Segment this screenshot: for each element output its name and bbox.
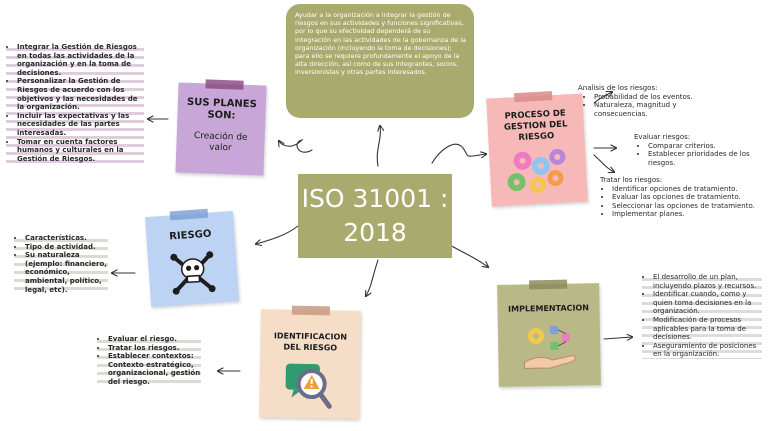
planes-item: Incluir las expectativas y las necesidad… bbox=[17, 112, 144, 138]
proceso-tratar-item: Implementar planes. bbox=[612, 210, 760, 219]
riesgo-list: Características. Tipo de actividad. Su n… bbox=[14, 234, 108, 295]
proceso-evaluar-list: Evaluar riesgos: Comparar criterios. Est… bbox=[634, 133, 758, 167]
implementacion-item: Aseguramiento de posiciones en la organi… bbox=[653, 342, 762, 359]
riesgo-item: Características. bbox=[25, 234, 108, 243]
identificacion-item: Establecer contextos: Contexto estratégi… bbox=[108, 352, 201, 386]
riesgo-item: Su naturaleza (ejemplo: financiero, econ… bbox=[25, 251, 108, 294]
implementacion-item: El desarrollo de un plan, incluyendo pla… bbox=[653, 273, 762, 290]
planes-tape bbox=[205, 79, 244, 90]
implementacion-item: Modificación de procesos aplicables para… bbox=[653, 316, 762, 342]
implementacion-note: IMPLEMENTACION bbox=[497, 279, 601, 387]
planes-item: Personalizar la Gestión de Riesgos de ac… bbox=[17, 77, 144, 111]
hand-gear-icon bbox=[523, 325, 576, 369]
implementacion-list: El desarrollo de un plan, incluyendo pla… bbox=[642, 273, 762, 359]
top-description-box: Ayudar a la organización a integrar la g… bbox=[286, 4, 474, 118]
identificacion-title-line1: IDENTIFICACION bbox=[273, 331, 348, 342]
riesgo-title: RIESGO bbox=[168, 228, 212, 243]
arrow-to-proceso bbox=[431, 143, 486, 164]
identificacion-title-line2: DEL RIESGO bbox=[283, 342, 338, 353]
center-title-box: ISO 31001 : 2018 bbox=[298, 174, 452, 258]
proceso-tape bbox=[513, 91, 553, 103]
arrow-to-planes bbox=[279, 140, 313, 153]
center-title-line1: ISO 31001 : bbox=[301, 184, 449, 213]
planes-list: Integrar la Gestión de Riesgos en todas … bbox=[6, 43, 144, 164]
proceso-evaluar-item: Establecer prioridades de los riesgos. bbox=[648, 150, 758, 167]
planes-subtitle-line2: valor bbox=[208, 142, 232, 154]
arrow-to-implementacion bbox=[447, 243, 488, 267]
planes-title-line2: SON: bbox=[207, 109, 236, 122]
arrow-proceso-analisis bbox=[593, 92, 612, 104]
proceso-analisis-item: Probabilidad de los eventos. bbox=[594, 93, 718, 102]
arrow-implementacion-list bbox=[603, 337, 632, 339]
identificacion-item: Tratar los riesgos. bbox=[108, 344, 201, 353]
proceso-tratar-item: Seleccionar las opciones de tratamiento. bbox=[612, 202, 760, 211]
proceso-note: PROCESO DE GESTION DEL RIESGO bbox=[486, 91, 588, 207]
proceso-evaluar-title: Evaluar riesgos: bbox=[634, 133, 691, 141]
planes-note: SUS PLANES SON: Creación de valor bbox=[175, 79, 267, 176]
identificacion-note: IDENTIFICACION DEL RIESGO bbox=[259, 305, 361, 419]
warning-magnifier-icon bbox=[285, 363, 332, 409]
arrow-to-riesgo bbox=[256, 225, 299, 244]
identificacion-list: Evaluar el riesgo. Tratar los riesgos. E… bbox=[97, 335, 201, 387]
riesgo-note: RIESGO bbox=[144, 208, 240, 307]
proceso-tratar-title: Tratar los riesgos: bbox=[600, 176, 663, 184]
riesgo-tape bbox=[169, 208, 209, 221]
proceso-evaluar-item: Comparar criterios. bbox=[648, 142, 758, 151]
arrow-to-identificacion bbox=[366, 259, 379, 296]
planes-item: Tomar en cuenta factores humanos y cultu… bbox=[17, 138, 144, 164]
identificacion-item: Evaluar el riesgo. bbox=[108, 335, 201, 344]
planes-item: Integrar la Gestión de Riesgos en todas … bbox=[17, 43, 144, 77]
center-title-line2: 2018 bbox=[343, 218, 407, 247]
implementacion-item: Identificar cuando, como y quien toma de… bbox=[653, 290, 762, 316]
proceso-analisis-list: Analisis de los riesgos: Probabilidad de… bbox=[578, 84, 718, 118]
proceso-tratar-item: Identificar opciones de tratamiento. bbox=[612, 185, 760, 194]
riesgo-item: Tipo de actividad. bbox=[25, 243, 108, 252]
proceso-analisis-title: Analisis de los riesgos: bbox=[578, 84, 658, 92]
proceso-tratar-list: Tratar los riesgos: Identificar opciones… bbox=[600, 176, 760, 219]
identificacion-tape bbox=[291, 305, 331, 316]
proceso-analisis-item: Naturaleza, magnitud y consecuencias. bbox=[594, 101, 718, 118]
skull-icon bbox=[170, 251, 216, 295]
arrow-to-top-box bbox=[376, 126, 380, 167]
implementacion-title: IMPLEMENTACION bbox=[508, 303, 590, 314]
gears-icon bbox=[507, 148, 566, 194]
arrow-proceso-tratar bbox=[593, 154, 614, 172]
proceso-tratar-item: Evaluar las opciones de tratamiento. bbox=[612, 193, 760, 202]
implementacion-tape bbox=[529, 279, 568, 290]
top-description-text: Ayudar a la organización a integrar la g… bbox=[295, 11, 467, 77]
